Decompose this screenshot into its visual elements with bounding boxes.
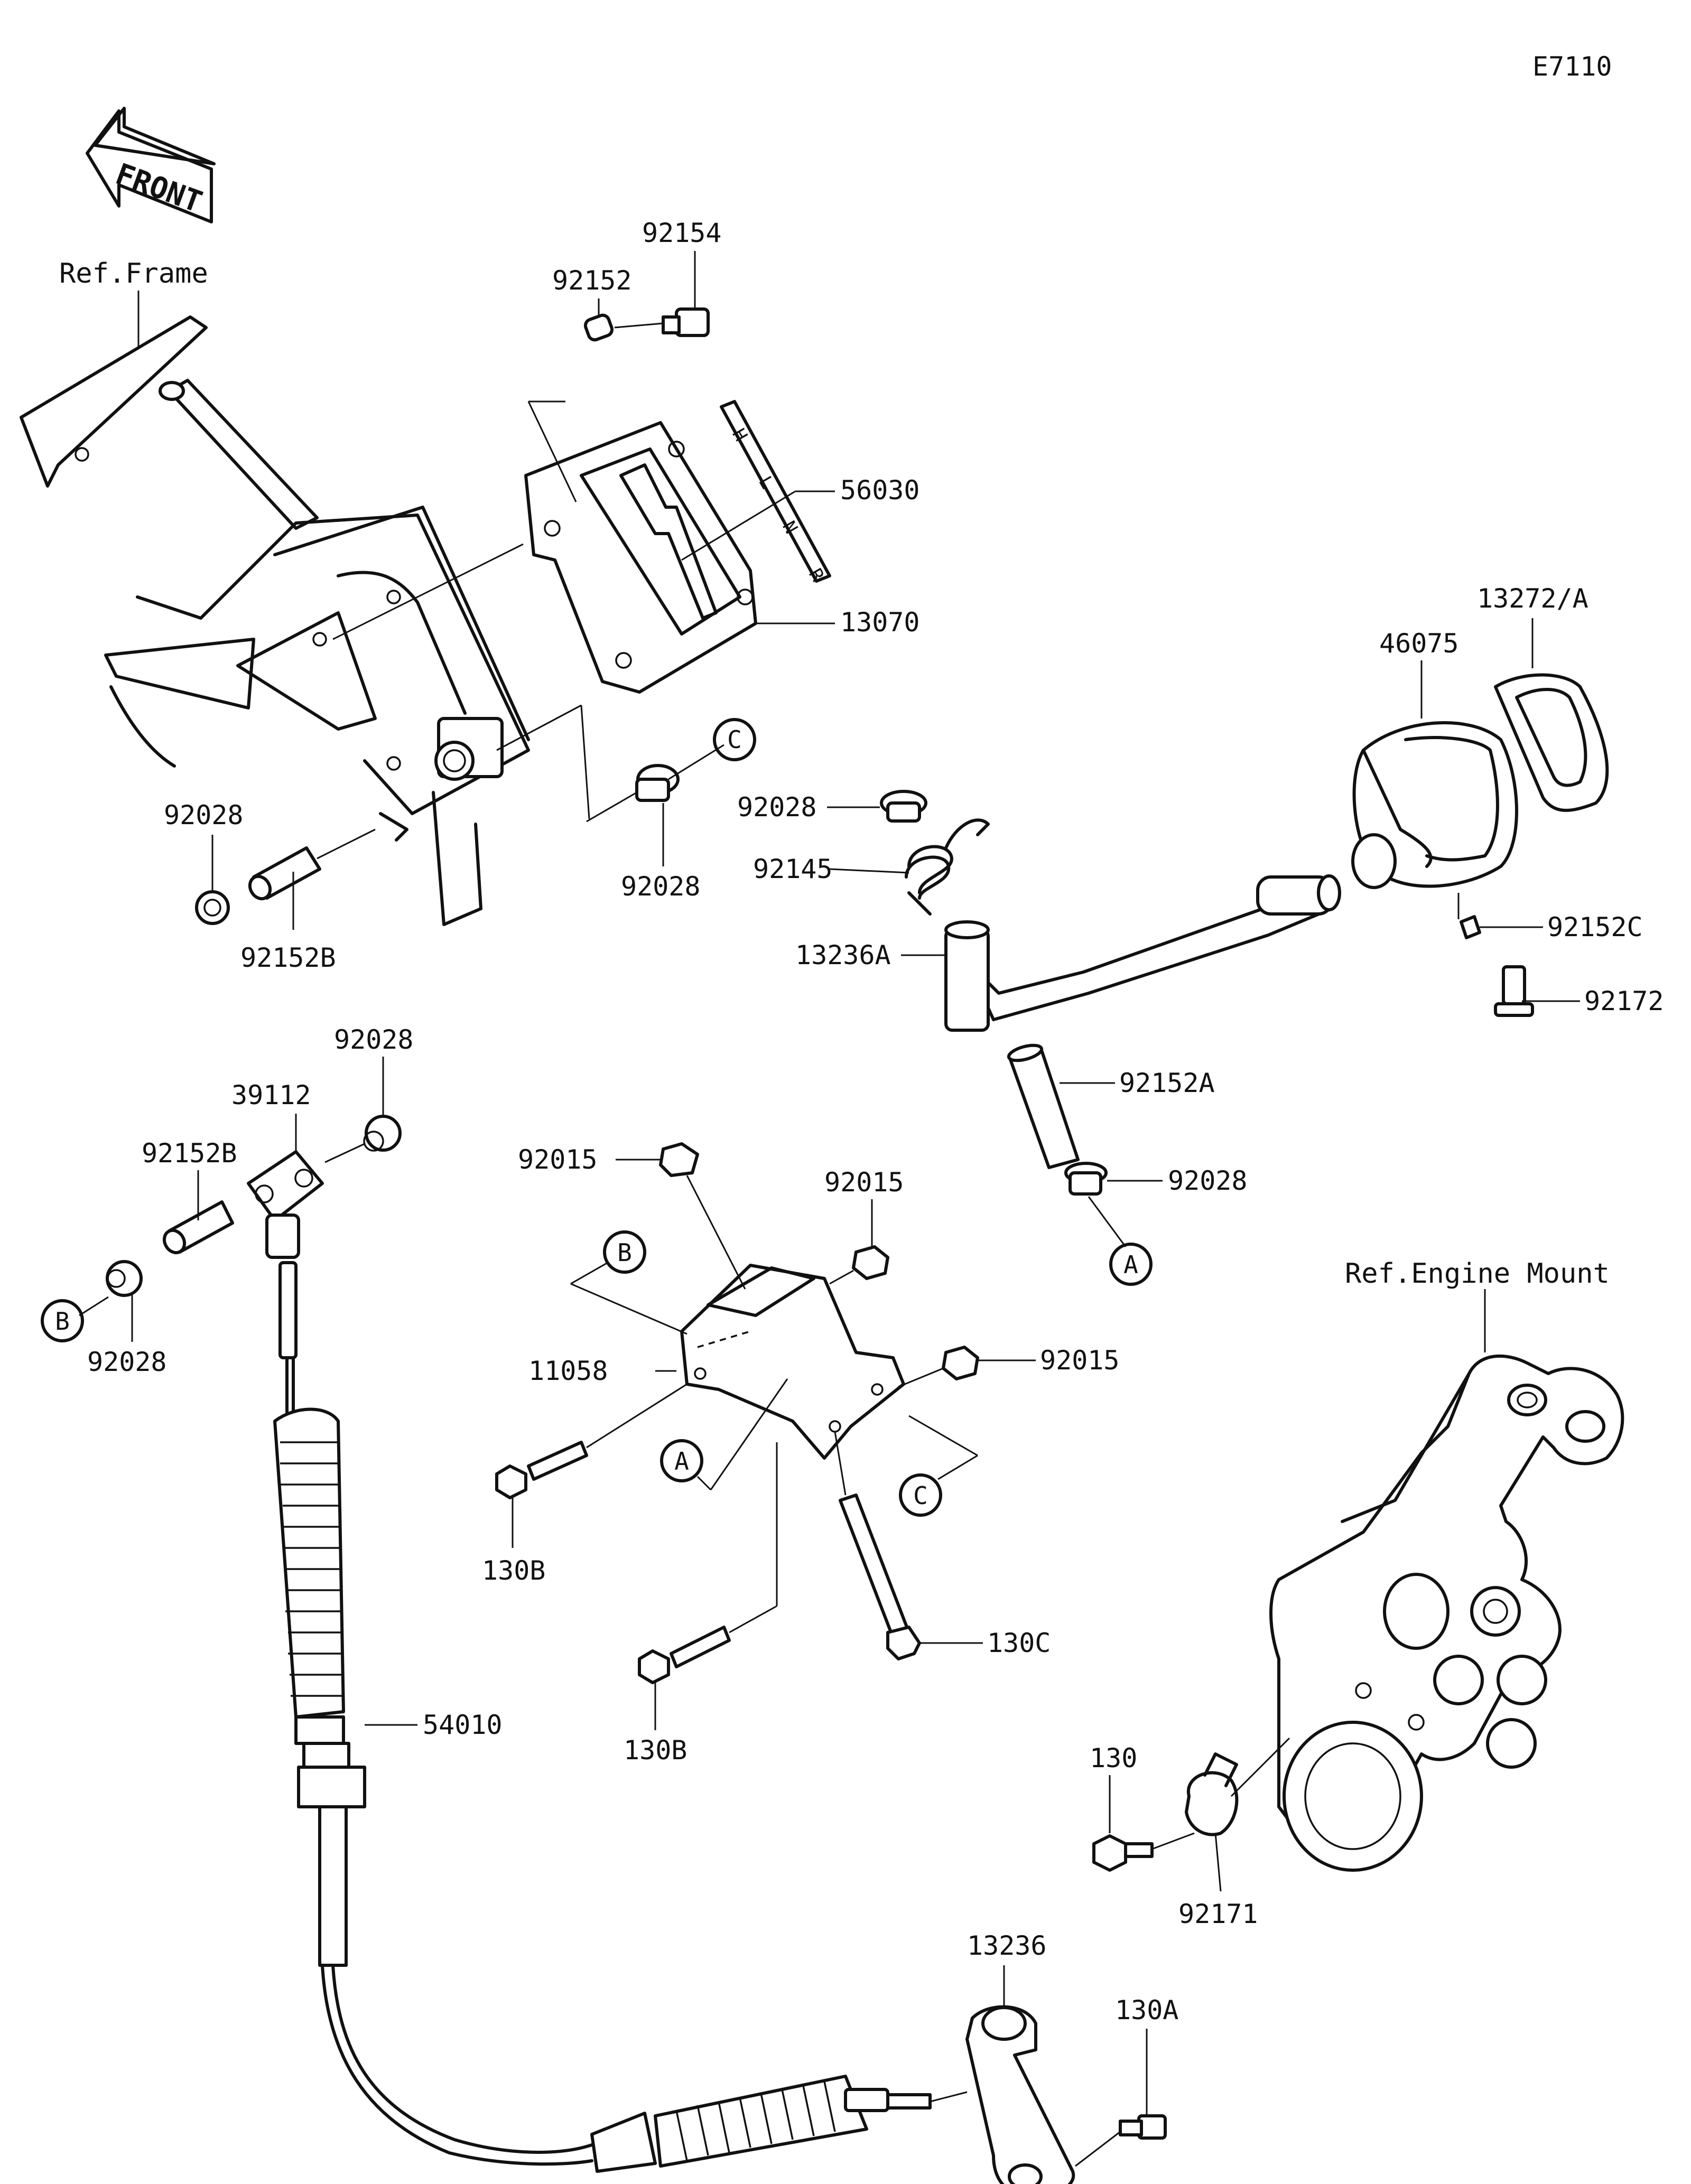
label-92172: 92172: [1584, 986, 1664, 1016]
label-92015-left: 92015: [518, 1144, 598, 1175]
collar-92152c-icon: [1460, 915, 1481, 939]
collar-92152b-top-icon: [248, 846, 321, 901]
bolt-130-icon: [1092, 1834, 1154, 1872]
bolt-130b-upper-icon: [495, 1441, 588, 1499]
bushing-92028-cable-bottom-icon: [106, 1260, 143, 1297]
bushing-92028-lever-icon: [880, 790, 927, 823]
callout-b-left: B: [55, 1307, 70, 1336]
bushing-92028-center-icon: [635, 764, 680, 802]
label-92015-right: 92015: [824, 1167, 904, 1198]
bolt-92154-icon: [662, 307, 710, 337]
label-92171: 92171: [1178, 1899, 1258, 1929]
label-130: 130: [1090, 1743, 1137, 1774]
label-92145: 92145: [753, 854, 833, 884]
label-39112: 39112: [231, 1080, 311, 1110]
collar-92152a-icon: [1007, 1043, 1080, 1169]
label-54010: 54010: [423, 1710, 503, 1740]
label-92028-cable-bottom: 92028: [87, 1347, 167, 1377]
label-92152c: 92152C: [1547, 912, 1643, 942]
label-130c: 130C: [987, 1628, 1051, 1658]
gate-indicator-decal: H L N R: [720, 400, 831, 585]
callout-a-right: A: [1123, 1250, 1138, 1279]
callout-a-bracket: A: [674, 1447, 689, 1476]
bushing-92028-cable-top-icon: [363, 1115, 402, 1152]
frame-bracket: [20, 315, 530, 926]
nut-92015-side-icon: [942, 1346, 979, 1380]
cable-end-39112: [247, 1150, 324, 1259]
clamp-92171-icon: [1185, 1752, 1239, 1836]
bushing-92028-lower-lever-icon: [1064, 1162, 1108, 1196]
label-46075: 46075: [1379, 628, 1459, 659]
label-13272a: 13272/A: [1477, 583, 1588, 614]
label-92028-center: 92028: [621, 871, 701, 902]
callout-c-top: C: [727, 725, 742, 754]
label-92028-cable-top: 92028: [334, 1024, 414, 1055]
label-92152: 92152: [552, 265, 632, 296]
bracket-11058: [680, 1264, 905, 1460]
knob-cap-13272a: [1494, 673, 1609, 812]
bolt-130b-lower-icon: [638, 1626, 731, 1684]
ref-engine-mount-label: Ref.Engine Mount: [1345, 1258, 1610, 1290]
shift-gate-plate: [524, 421, 757, 694]
collar-92152b-cable-icon: [162, 1200, 234, 1255]
bolt-130a-icon: [1119, 2114, 1167, 2140]
label-92154: 92154: [642, 218, 722, 248]
label-13236: 13236: [967, 1930, 1047, 1961]
ref-frame-label: Ref.Frame: [59, 258, 208, 290]
bushing-92028-top-left-icon: [195, 890, 230, 925]
shift-knob-46075: [1351, 721, 1518, 889]
collar-92152-icon: [583, 313, 614, 342]
engine-mount: [1269, 1354, 1624, 1872]
label-130b-lower: 130B: [624, 1735, 687, 1766]
label-13070: 13070: [840, 607, 920, 638]
label-92152b-top: 92152B: [240, 942, 336, 973]
shift-cable-54010: [273, 1261, 932, 2173]
label-92152a: 92152A: [1119, 1068, 1215, 1098]
front-arrow-icon: FRONT: [86, 107, 216, 223]
label-92028-lever: 92028: [737, 792, 817, 823]
spring-92145-icon: [905, 818, 990, 916]
label-92015-side: 92015: [1040, 1345, 1120, 1376]
label-11058: 11058: [528, 1356, 608, 1386]
bolt-130c-icon: [839, 1494, 921, 1660]
label-130a: 130A: [1115, 1995, 1178, 2026]
nut-92015-left-icon: [659, 1142, 699, 1177]
lever-13236: [965, 2005, 1075, 2184]
label-56030: 56030: [840, 475, 920, 506]
screw-92172-icon: [1494, 965, 1534, 1017]
shift-lever-13236a: [944, 874, 1341, 1032]
callout-b-bracket: B: [617, 1238, 632, 1267]
diagram-code: E7110: [1532, 51, 1612, 82]
label-92028-lower-lever: 92028: [1168, 1165, 1248, 1196]
label-13236a: 13236A: [795, 940, 891, 970]
label-130b-upper: 130B: [482, 1555, 545, 1586]
callout-c-bracket: C: [913, 1481, 928, 1510]
label-92028-top-left: 92028: [164, 800, 244, 830]
label-92152b-cable: 92152B: [142, 1138, 237, 1169]
nut-92015-right-icon: [852, 1245, 889, 1280]
